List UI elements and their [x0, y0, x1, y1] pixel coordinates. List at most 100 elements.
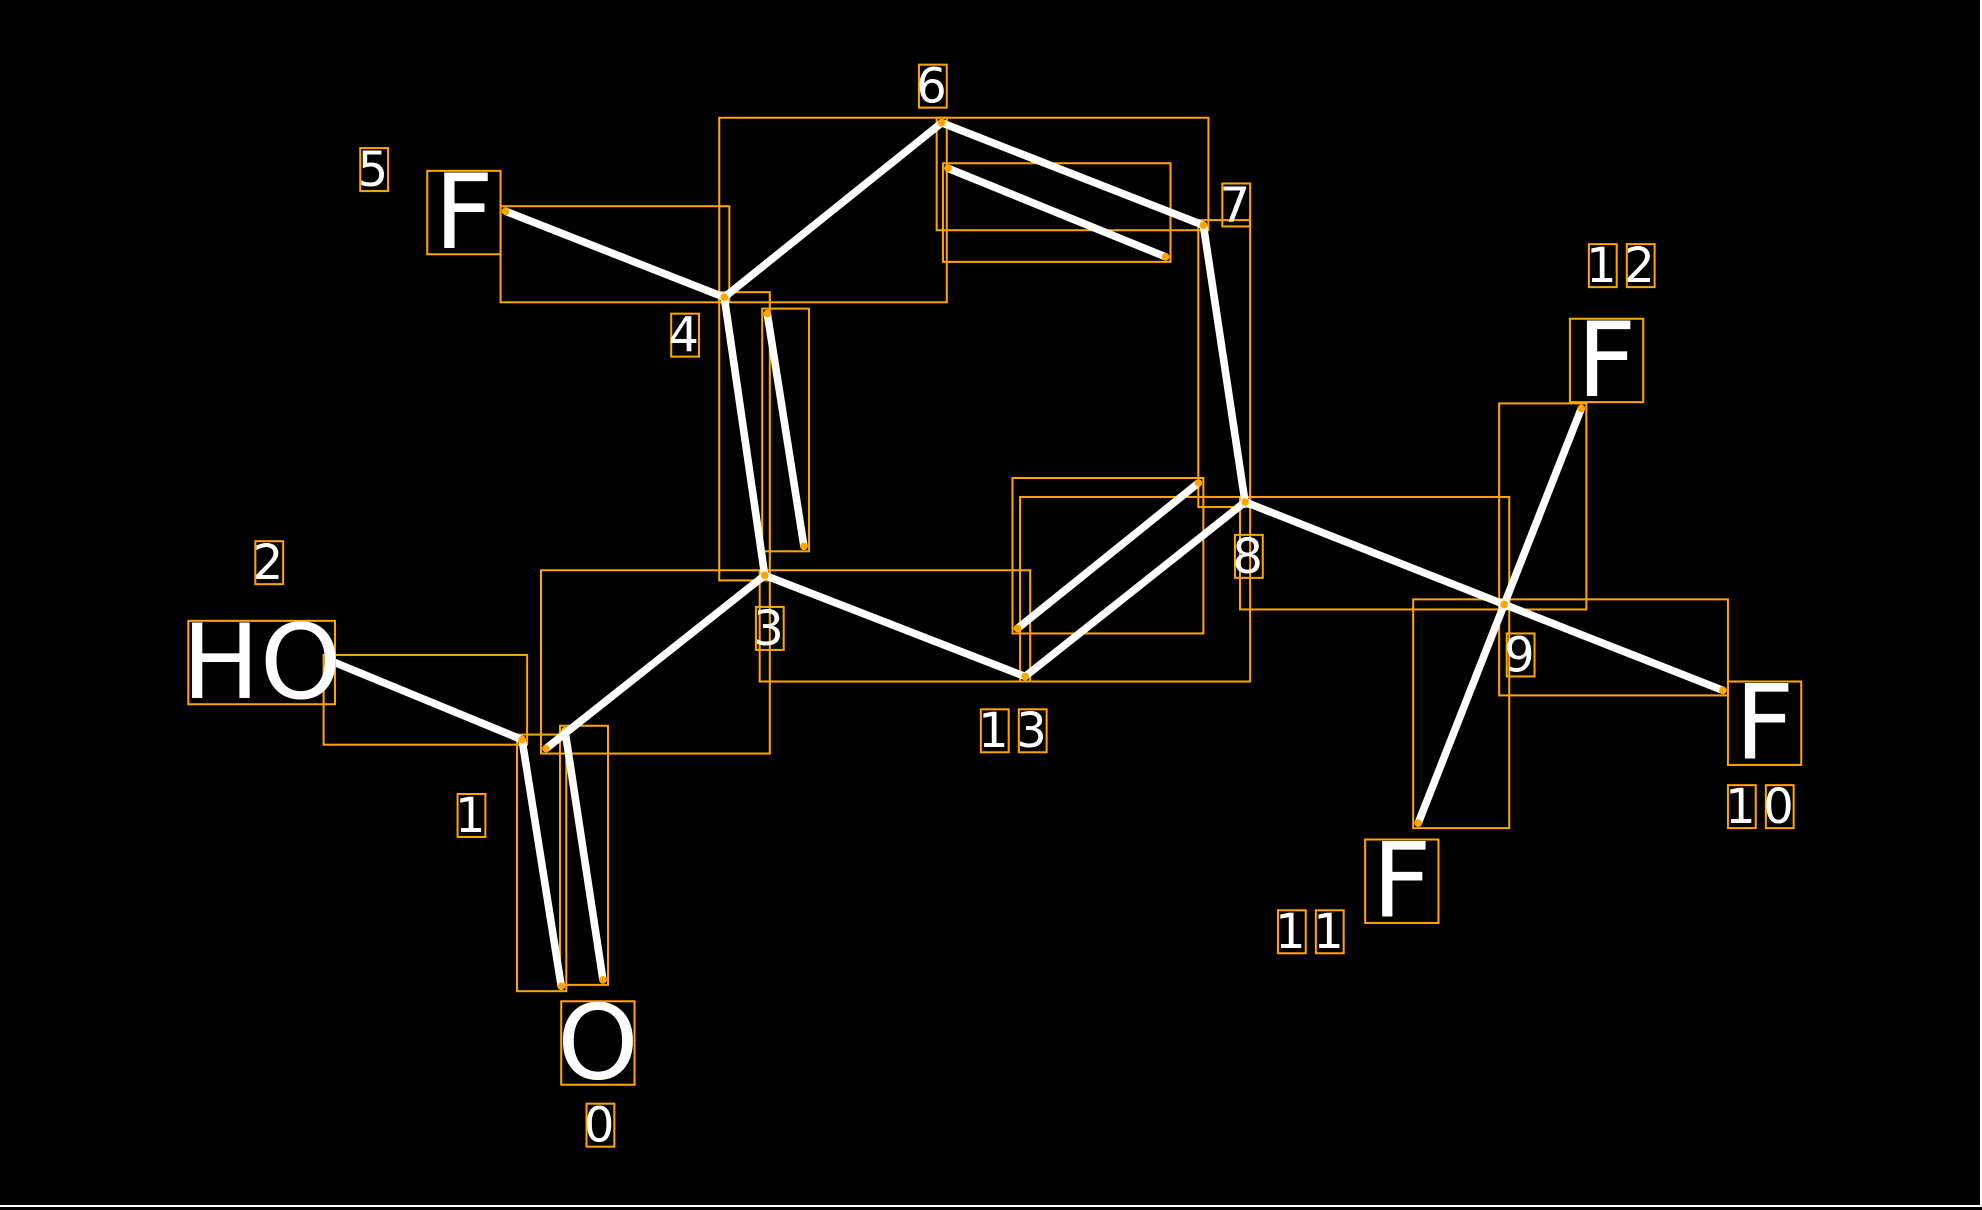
atom-symbol-f: F	[1577, 301, 1637, 421]
atom-symbol-ho: HO	[182, 603, 342, 723]
bond-endpoint	[800, 542, 808, 551]
bond-endpoint	[1500, 600, 1508, 609]
bond-bounding-box	[718, 116, 948, 304]
bond-endpoint	[599, 976, 607, 984]
atom-symbol-o: O	[557, 983, 639, 1103]
bond-line	[1021, 498, 1249, 681]
bond-bounding-box	[558, 724, 610, 986]
bond-line	[324, 656, 526, 744]
index-label-box	[754, 605, 785, 651]
bond-line	[937, 119, 1208, 229]
bond-line	[1013, 479, 1203, 633]
bond-bounding-box	[539, 569, 771, 755]
bond-bounding-box	[1197, 219, 1252, 509]
index-label-box	[1017, 708, 1048, 754]
atom-index-label: 11	[1275, 904, 1351, 960]
bond-bounding-box	[758, 569, 1032, 683]
index-label-box	[1221, 182, 1252, 228]
index-label-box	[1276, 909, 1307, 955]
atom-index-label: 3	[753, 601, 791, 657]
bond-line	[720, 293, 769, 580]
bond-bounding-box	[761, 307, 810, 553]
atom-symbol-f: F	[434, 153, 494, 273]
index-label-box	[1233, 533, 1264, 579]
bond-bounding-box	[1239, 495, 1511, 611]
bond-endpoint	[557, 982, 566, 990]
bond-endpoint	[1013, 624, 1022, 633]
index-label-box	[1505, 632, 1536, 678]
bond-endpoint	[1241, 498, 1249, 506]
bond-bounding-box	[718, 291, 771, 582]
index-label-box	[1314, 909, 1345, 955]
atom-index-label: 9	[1504, 627, 1542, 683]
bond-bounding-box	[1019, 495, 1252, 683]
bond-endpoint	[1719, 686, 1727, 695]
index-label-box	[979, 708, 1010, 754]
bond-endpoint	[1194, 479, 1203, 487]
index-label-box	[585, 1102, 616, 1148]
atom-index-label: 6	[916, 59, 954, 115]
bond-line	[501, 207, 729, 302]
bottom-edge	[0, 1205, 1982, 1207]
index-label-box	[359, 147, 390, 193]
bond-endpoint	[763, 309, 772, 318]
bond-endpoint	[1021, 672, 1029, 681]
index-label-box	[1587, 243, 1618, 289]
index-label-box	[456, 792, 487, 838]
bond-endpoint	[944, 164, 952, 173]
bond-line	[1241, 498, 1508, 609]
atom-symbol-f: F	[1735, 664, 1795, 784]
bond-line	[944, 164, 1170, 261]
bond-line	[760, 571, 1029, 681]
bond-endpoint	[760, 571, 769, 580]
atom-index-label: 2	[253, 535, 291, 591]
bond-endpoint	[937, 119, 946, 127]
bond-line	[542, 571, 769, 753]
atom-label-box	[1568, 317, 1645, 404]
atom-index-label: 5	[358, 142, 396, 198]
atom-index-label: 0	[584, 1098, 622, 1154]
bond-line	[763, 309, 808, 551]
bond-line	[720, 119, 946, 302]
bond-endpoint	[1577, 404, 1586, 413]
bond-endpoint	[324, 656, 333, 664]
atom-index-label: 8	[1232, 529, 1270, 585]
index-label-box	[917, 63, 948, 109]
bond-line	[1500, 600, 1727, 695]
atom-symbol-f: F	[1372, 822, 1432, 942]
atom-label-box	[1726, 680, 1803, 766]
bond-bounding-box	[1412, 598, 1511, 830]
bond-bounding-box	[1498, 598, 1729, 697]
bond-endpoint	[1199, 221, 1208, 229]
atom-index-label: 10	[1725, 779, 1801, 835]
index-label-box	[1764, 784, 1795, 830]
bond-line	[1199, 221, 1249, 506]
bond-bounding-box	[935, 116, 1210, 232]
atom-label-box	[1364, 838, 1440, 924]
index-label-box	[254, 540, 285, 586]
bond-endpoint	[518, 735, 526, 744]
atom-index-label: 1	[455, 788, 493, 844]
right-edge	[1980, 0, 1982, 1207]
bond-endpoint	[1414, 819, 1423, 827]
bond-line	[561, 727, 607, 984]
index-label-box	[670, 312, 701, 358]
atom-index-label: 13	[978, 703, 1054, 759]
index-label-box	[1726, 784, 1757, 830]
atom-index-label: 7	[1220, 177, 1258, 233]
bond-bounding-box	[1498, 402, 1588, 611]
atom-label-box	[187, 619, 336, 706]
atom-index-label: 12	[1586, 238, 1662, 294]
bond-line	[518, 735, 566, 990]
index-label-box	[1625, 243, 1656, 289]
bond-bounding-box	[1011, 476, 1205, 635]
bond-endpoint	[720, 293, 729, 302]
bond-line	[1500, 404, 1586, 609]
bond-endpoint	[1161, 252, 1170, 261]
bond-endpoint	[501, 207, 510, 216]
bond-bounding-box	[322, 653, 529, 746]
bond-line	[1414, 600, 1508, 827]
atom-index-label: 4	[669, 308, 707, 364]
